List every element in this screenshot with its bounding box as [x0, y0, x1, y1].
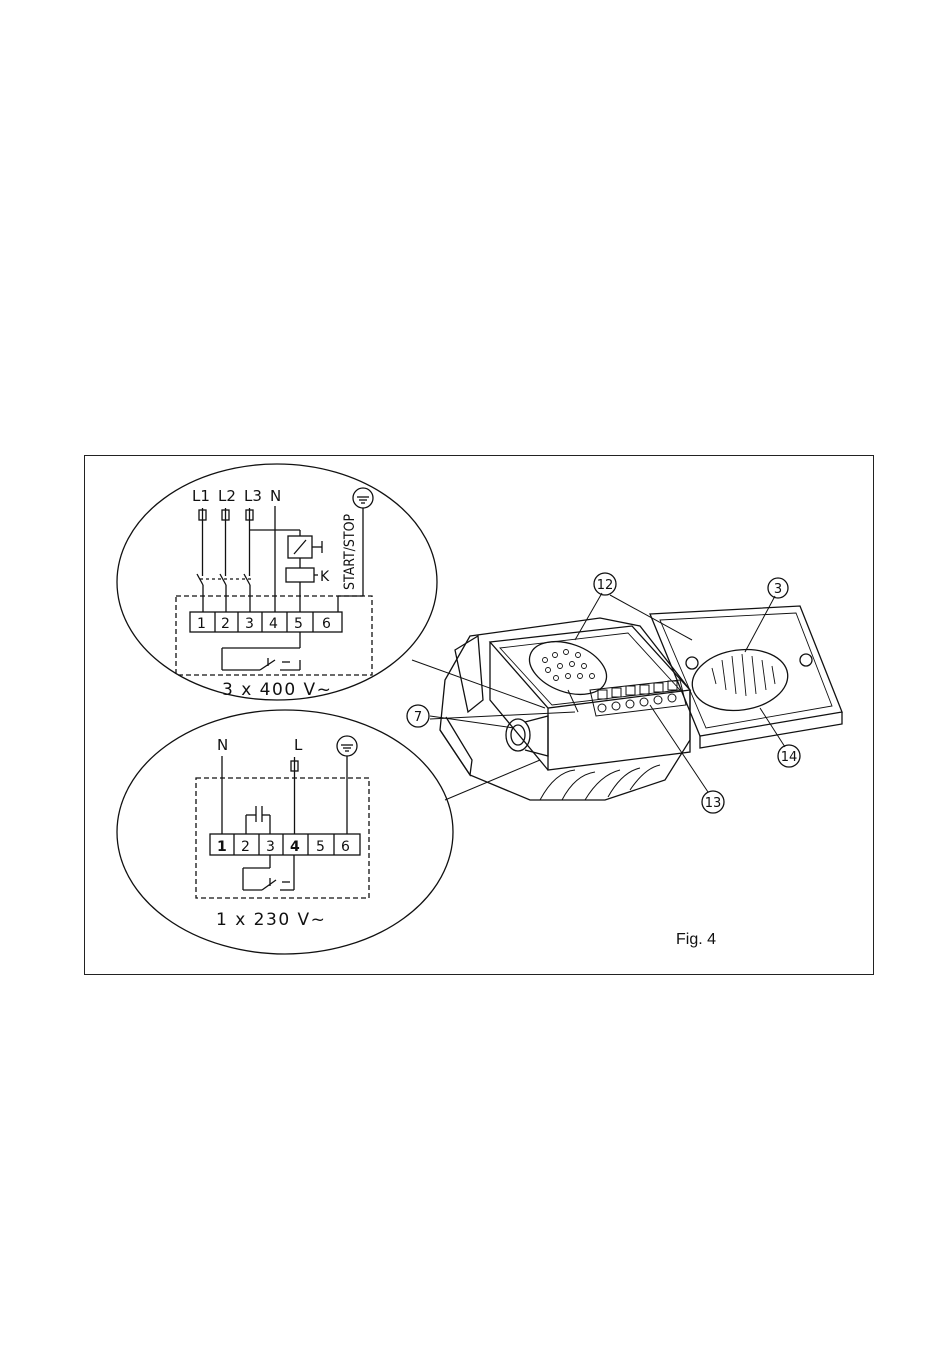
terminal-2-single: 2 [241, 839, 250, 855]
single-phase-voltage-label: 1 x 230 V~ [216, 910, 326, 930]
terminal-1: 1 [197, 616, 206, 632]
fuse-icons [199, 508, 253, 522]
label-n-single: N [217, 736, 228, 754]
label-l1: L1 [192, 487, 210, 505]
terminal-5-single: 5 [316, 839, 325, 855]
terminal-4-single: 4 [290, 839, 300, 855]
terminal-6: 6 [322, 616, 331, 632]
terminal-4: 4 [269, 616, 278, 632]
callout-7: 7 [414, 710, 422, 725]
earth-icon-single [337, 736, 357, 756]
terminal-3: 3 [245, 616, 254, 632]
contactor-label: K [320, 569, 330, 585]
single-phase-wiring-diagram: N L 1 [117, 710, 453, 954]
terminal-1-single: 1 [217, 839, 227, 855]
callout-3: 3 [774, 582, 782, 597]
terminal-6-single: 6 [341, 839, 350, 855]
label-l3: L3 [244, 487, 262, 505]
contactor-switch-icons [197, 574, 251, 612]
terminal-3-single: 3 [266, 839, 275, 855]
three-phase-terminal-block: 1 2 3 4 5 6 [190, 612, 342, 632]
capacitor-icon [246, 806, 270, 834]
cable-gland [506, 716, 548, 756]
figure-caption: Fig. 4 [676, 931, 716, 948]
three-phase-wiring-diagram: L1 L2 L3 N [117, 464, 437, 700]
start-stop-label: START/STOP [342, 514, 358, 590]
pump-terminal-box-illustration: 12 3 7 13 14 [407, 573, 842, 813]
contactor-coil-icon [286, 568, 314, 582]
label-n: N [270, 487, 281, 505]
earth-icon [353, 488, 373, 508]
terminal-5: 5 [294, 616, 303, 632]
callout-13: 13 [705, 796, 722, 811]
terminal-2: 2 [221, 616, 230, 632]
three-phase-voltage-label: 3 x 400 V~ [222, 680, 332, 700]
cooling-fins [540, 765, 660, 800]
label-l-single: L [294, 736, 303, 754]
three-phase-enclosure [176, 596, 372, 675]
single-phase-terminal-block: 1 2 3 4 5 6 [210, 834, 360, 855]
callout-14: 14 [781, 750, 798, 765]
label-l2: L2 [218, 487, 236, 505]
callout-12: 12 [597, 578, 614, 593]
